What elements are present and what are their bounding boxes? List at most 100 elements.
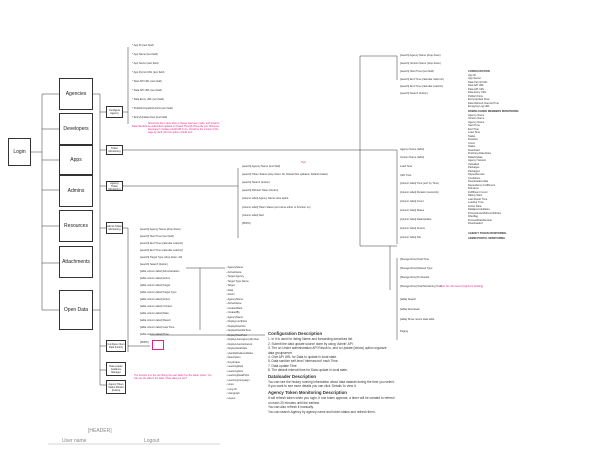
right-mid-item: Version Name (label): [400, 156, 425, 159]
download-list-item: Start Time: [468, 124, 480, 127]
token-item: [column label] Next: [242, 214, 265, 217]
agency-field: * App Secret (text field): [132, 62, 159, 65]
admin-item: [search] End Time (calendar selector): [140, 242, 184, 245]
config-desc-line: 5. Data sanitize self-level ‘intersecond…: [268, 359, 339, 364]
right-btn-item: Paging: [400, 330, 409, 333]
actions-item: - LearningRate: [226, 365, 244, 368]
actions-item: - LearningDataPoint: [226, 374, 250, 377]
logout-link[interactable]: Logout: [144, 438, 160, 444]
tail-list-item: AGENCY TOKEN MONITORING: [468, 232, 507, 235]
admin-item: [table column label] Target: [140, 284, 171, 287]
right-search-item: [search] Agency Name (drop down): [400, 54, 441, 57]
dataloader-desc-title: Dataloader Description: [268, 373, 317, 379]
token-desc-title: Agency Token Monitoring Description: [268, 389, 347, 395]
agency-field: * Data API URL (text field): [132, 89, 162, 92]
download-list-item: Conditions: [468, 176, 481, 180]
token-desc-line: You can also refresh it manually.: [268, 405, 314, 410]
menu-apps[interactable]: Apps: [59, 145, 93, 175]
admin-item: [PDPS]: [140, 341, 149, 344]
token-item: [search] Refresh Token (button): [242, 189, 279, 192]
actions-item: - DeployUserAgencyNumber: [226, 338, 260, 341]
actions-item: - Keyphrase: [226, 360, 240, 364]
right-col-item: [column label] Source: [400, 227, 425, 230]
config-list-item: App ID: [468, 73, 476, 77]
token-desc-line: You can search Agency by agency name and…: [268, 409, 376, 414]
config-list-item: Entry/Update Flow: [468, 98, 490, 101]
actions-item: - LearningCampaign: [226, 378, 250, 382]
menu-agencies[interactable]: Agencies: [59, 78, 93, 110]
download-list-item: Uploaded: [468, 162, 480, 166]
right-mid-item: URL Time: [400, 174, 412, 177]
config-list-item: Data Permit URL: [468, 80, 488, 84]
download-list-item: Agency Name: [468, 113, 485, 117]
config-desc-line: 8. The default interval time for Data up…: [268, 368, 348, 373]
actions-item: - DeployFlowIdleTime: [226, 329, 251, 332]
actions-item: - Lines: [226, 383, 234, 386]
right-col-item: [column label] File: [400, 236, 421, 239]
right-search-item: [search] Version Name (drop down): [400, 62, 441, 65]
download-list-item: Agency Version: [468, 159, 487, 162]
agency-field: * Entry/Update Flow (text field): [132, 116, 168, 119]
login-box[interactable]: Login: [8, 138, 31, 166]
actions-item: - ActiveName: [226, 302, 242, 305]
agency-token-status-box[interactable]: Agency Token Status Monitor (button): [106, 380, 126, 394]
right-low-item: [Storage Row] To Results: [400, 276, 430, 279]
actions-item: - DeploymentFlow: [226, 320, 247, 323]
token-item: [search] Search (button): [242, 181, 270, 184]
right-col-item: [column label] Duration (seconds): [400, 191, 439, 194]
token-monitoring-box[interactable]: Token Monitoring: [106, 145, 123, 155]
menu-open-data[interactable]: Open Data: [59, 290, 93, 330]
config-desc-line: 3. The on Under administration API Resul…: [268, 346, 387, 351]
download-list-item: Agency Name: [468, 120, 485, 124]
menu-developers[interactable]: Developers: [59, 113, 93, 145]
dataloader-desc-line: You can see the history running informat…: [268, 380, 395, 385]
configure-agency-box[interactable]: Configure Agency: [106, 106, 123, 118]
download-list-item: End Time: [468, 127, 479, 131]
actions-item: - Action: [226, 293, 235, 296]
configure-open-data-box[interactable]: Configure Open Data (button): [106, 340, 126, 352]
admin-token-box[interactable]: Admin Token Monitoring: [106, 222, 123, 234]
menu-admins[interactable]: Admins: [59, 175, 93, 207]
download-list-item: Filterflag: [468, 215, 478, 218]
download-list-item: Downloaded: [468, 222, 483, 225]
actions-item: - Data: [226, 288, 234, 292]
agency-field: * Data Entry URL (text field): [132, 98, 164, 101]
right-btn-item: [table] Search: [400, 298, 417, 301]
header-label: [HEADER]: [88, 428, 112, 434]
download-list-item: Duration: [468, 138, 478, 141]
actions-item: - Long ID: [226, 387, 237, 391]
download-list-item: Dependencies: [468, 173, 485, 176]
right-col-item: [column label] Count: [400, 200, 424, 203]
token-item: [search] Token Status (drop down: All, D…: [242, 173, 328, 176]
menu-resources[interactable]: Resources: [59, 210, 93, 242]
actions-item: - Target Agency: [226, 275, 244, 278]
config-list-item: Data Refresh Interval Time: [468, 101, 499, 105]
user-name-link[interactable]: User name: [62, 438, 87, 444]
agency-field: * App Permit URL (text field): [132, 71, 165, 74]
download-list-item: Finishing Data Data: [468, 152, 491, 155]
token-desc-line: on each 20 minutes until the earliest.: [268, 400, 320, 405]
download-list-item: Last Result Time: [468, 197, 488, 201]
admin-item: [table column label] Action: [140, 277, 171, 280]
pink-note-open-data: The function is in the cell. Being the u…: [134, 374, 212, 380]
pink-highlight-box: [152, 340, 164, 350]
agency-field: * Publish/Unpublish Flow (text field): [132, 107, 173, 110]
admin-item: [table column label] Administration: [140, 270, 180, 273]
config-list-item: Emptying Log URL: [468, 105, 490, 108]
token-item: [column label] Agency Name sorts alpha: [242, 197, 289, 200]
menu-attachments[interactable]: Attachments: [59, 246, 93, 278]
agency-field: * App ID (text field): [132, 44, 154, 47]
agency-token-box[interactable]: Agency Token Monitoring: [106, 181, 123, 191]
download-list-item: Load Time: [468, 131, 481, 134]
admin-item: [search] Agency Name (drop down): [140, 228, 181, 231]
actions-item: - Usergraph: [226, 392, 240, 395]
data-loader-box[interactable]: Data Loader Guidance Manager: [106, 362, 126, 376]
actions-item: - UserDefineEventData: [226, 351, 253, 355]
admin-item: [table column label] Target Type: [140, 291, 177, 294]
actions-item: - DeployFlowInfo: [226, 324, 246, 328]
admin-item: [table column label] Time: [140, 333, 169, 336]
right-mid-item: Load Time: [400, 165, 413, 168]
download-list-item: Download: [468, 148, 480, 152]
config-list-item: Data API URL: [468, 87, 485, 91]
right-low-item: [Storage Row] Total Monitoring Time: [400, 285, 442, 288]
